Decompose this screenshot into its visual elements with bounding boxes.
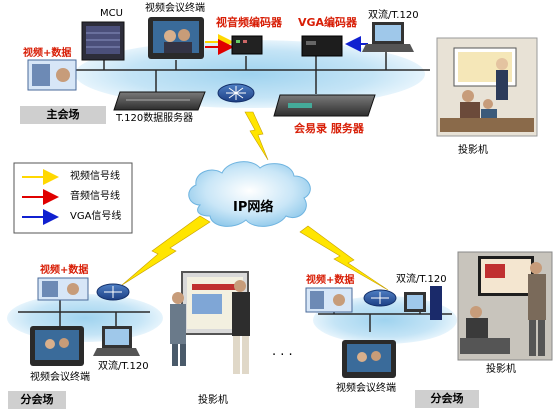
main-video-terminal-label: 视频会议终端 [145,3,205,14]
right-video-data-label: 视频+数据 [306,275,355,286]
right-branch-label: 分会场 [415,390,479,408]
main-projector-photo [436,37,538,137]
main-laptop-icon [362,22,414,52]
main-projector-label: 投影机 [458,145,488,156]
left-branch-label: 分会场 [8,391,66,409]
left-video-terminal-icon [30,326,84,366]
left-router-icon [96,283,130,301]
right-projector-label: 投影机 [486,364,516,375]
left-projector-label: 投影机 [198,395,228,406]
main-uplink-bolt [244,111,269,161]
right-pc-icon [404,286,442,320]
left-uplink-bolt [121,215,211,286]
main-video-terminal-icon [148,17,204,59]
left-laptop-icon [93,326,140,356]
right-video-data-screen-icon [305,287,353,313]
left-dual-stream-label: 双流/T.120 [98,361,149,372]
left-video-data-label: 视频+数据 [40,265,89,276]
left-video-terminal-label: 视频会议终端 [30,372,90,383]
vga-encoder-label: VGA编码器 [298,16,358,29]
legend-video-label: 视频信号线 [70,171,120,182]
ip-network-cloud [188,161,311,227]
recording-server-label: 会易录 服务器 [294,122,364,135]
right-video-terminal-label: 视频会议终端 [336,383,396,394]
main-site-label: 主会场 [20,106,106,124]
ellipsis-more-sites: · · · [272,348,293,363]
legend-audio-label: 音频信号线 [70,191,120,202]
right-dual-stream-label: 双流/T.120 [396,274,447,285]
main-router-icon [217,83,255,103]
vga-encoder-icon [301,35,343,57]
left-projector-scene [170,271,250,374]
main-video-data-screen-icon [27,59,77,91]
recording-server-icon [273,94,376,117]
left-video-data-screen-icon [37,277,89,301]
av-encoder-icon [231,35,263,55]
right-video-terminal-icon [342,340,396,378]
mcu-icon [81,21,125,61]
t120-server-icon [113,91,206,111]
main-dual-stream-label: 双流/T.120 [368,10,419,21]
main-video-data-label: 视频+数据 [23,48,72,59]
right-uplink-bolt [299,225,389,291]
ip-network-label: IP网络 [233,200,274,215]
legend-vga-label: VGA信号线 [70,211,122,222]
t120-server-label: T.120数据服务器 [116,113,194,124]
right-projector-photo [457,251,553,361]
mcu-label: MCU [100,8,123,19]
right-router-icon [363,289,397,307]
av-encoder-label: 视音频编码器 [216,16,282,29]
